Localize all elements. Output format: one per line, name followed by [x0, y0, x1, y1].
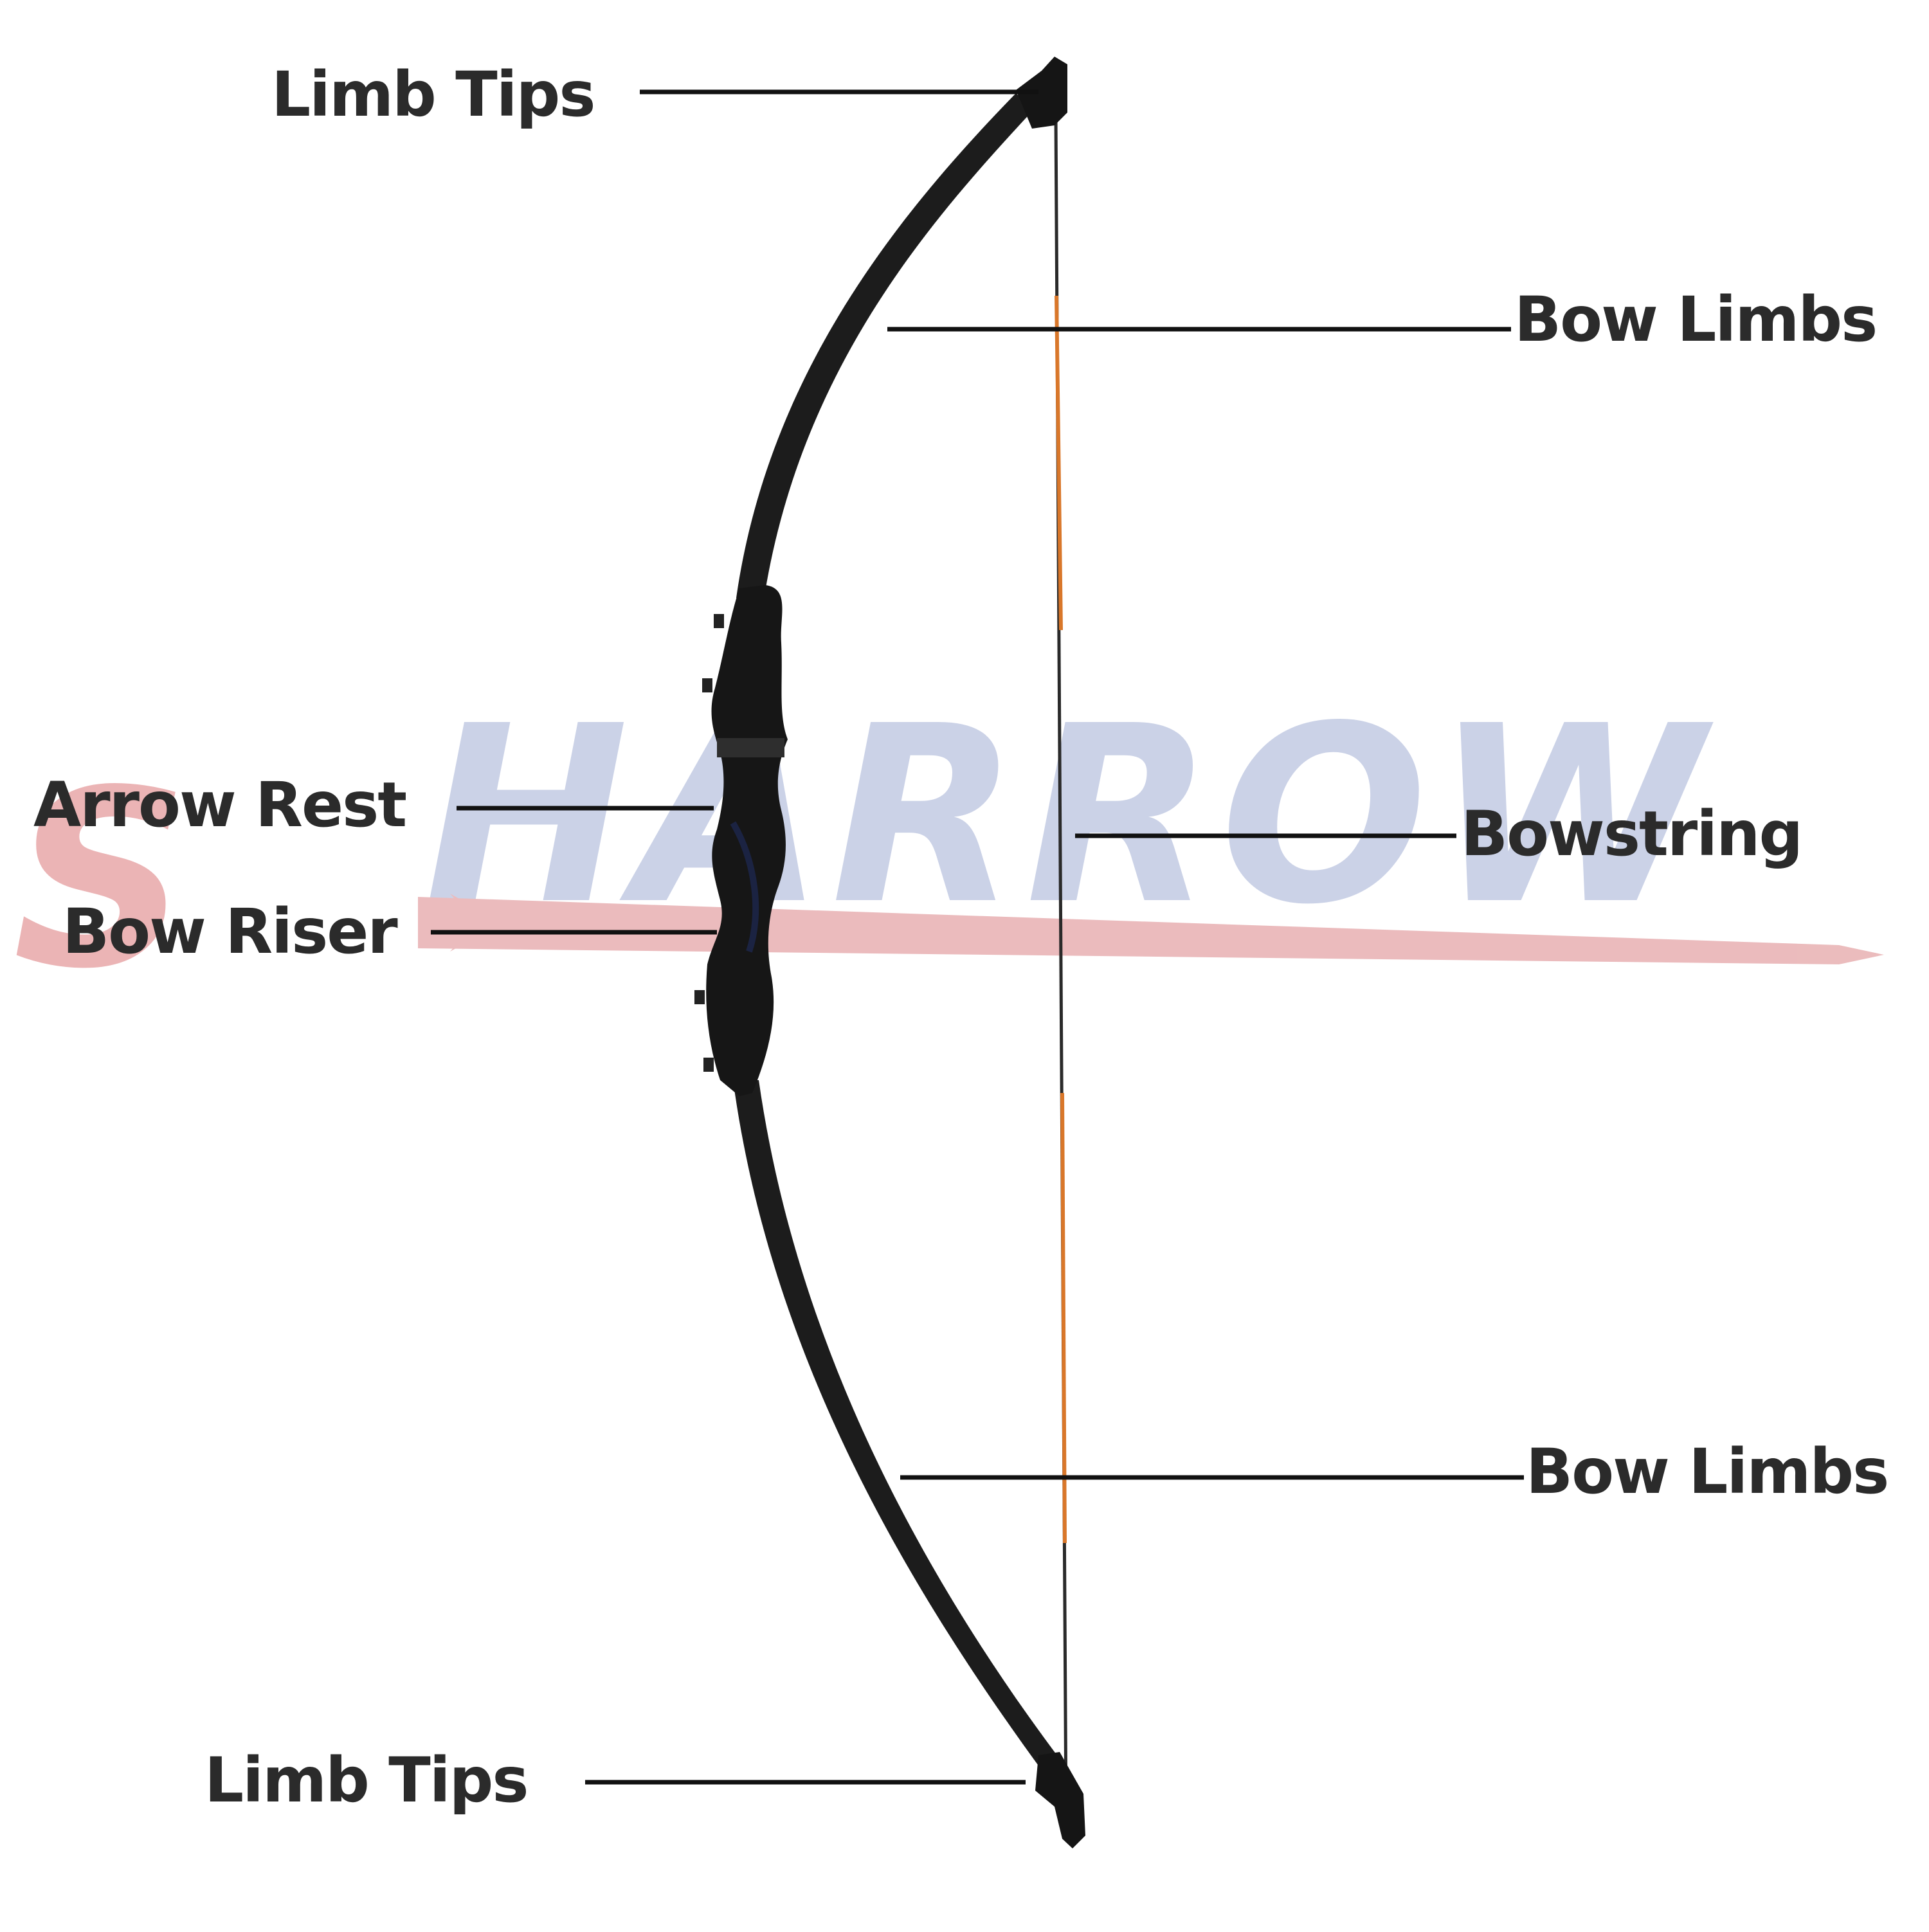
lower-limb [733, 1080, 1064, 1774]
label-arrow-rest: Arrow Rest [33, 769, 406, 841]
watermark-arrow [418, 894, 1884, 964]
sharrow-watermark: S HARROW [13, 673, 1884, 1022]
riser-bolt [694, 990, 705, 1004]
bowstring [1054, 115, 1068, 1820]
label-bow-limbs-top: Bow Limbs [1514, 284, 1876, 356]
upper-limb [736, 93, 1034, 598]
lower-limb-tip [1035, 1752, 1085, 1848]
label-limb-tips-top: Limb Tips [271, 59, 595, 131]
upper-limb-tip [1016, 57, 1067, 129]
label-bow-limbs-bottom: Bow Limbs [1526, 1436, 1888, 1508]
label-limb-tips-bottom: Limb Tips [204, 1744, 528, 1816]
grip-highlight [730, 821, 759, 953]
label-bow-riser: Bow Riser [62, 896, 398, 968]
label-bowstring: Bowstring [1461, 798, 1802, 870]
leader-lines [431, 89, 1524, 1785]
riser-bolt [703, 1058, 714, 1072]
riser-bolt [702, 678, 712, 692]
part-labels: Limb Tips Bow Limbs Arrow Rest Bowstring… [33, 59, 1889, 1816]
bow-riser [706, 585, 788, 1096]
watermark-first-letter: S [13, 737, 195, 1022]
riser-bolt [714, 614, 724, 628]
arrow-shelf [717, 738, 784, 757]
